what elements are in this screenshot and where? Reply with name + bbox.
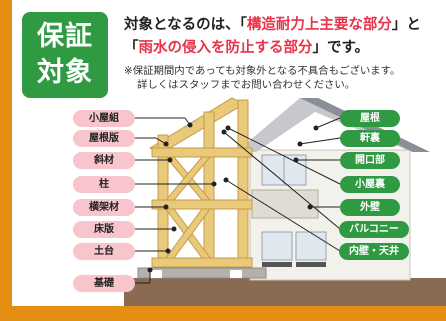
headline-line-1: 対象となるのは、「構造耐力上主要な部分」と: [124, 14, 446, 37]
label-balcony: バルコニー: [339, 221, 409, 238]
label-nokiura: 軒裏: [340, 130, 400, 147]
label-yukaban: 床版: [73, 221, 135, 238]
label-gaiheki: 外壁: [340, 199, 400, 216]
label-okakazai: 横架材: [73, 199, 135, 216]
label-koyaura: 小屋裏: [340, 176, 400, 193]
note-line-2: 詳しくはスタッフまでお問い合わせください。: [137, 79, 356, 91]
disclaimer-note: ※保証期間内であっても対象外となる不具合もございます。 詳しくはスタッフまでお問…: [124, 64, 446, 92]
label-dodai: 土台: [73, 243, 135, 260]
post-3: [237, 99, 249, 276]
label-kaikoubu: 開口部: [340, 152, 400, 169]
warranty-target-badge: 保証 対象: [22, 12, 108, 98]
headline-line-2: 「雨水の侵入を防止する部分」です。: [124, 37, 446, 60]
headline-1-post: 」と: [391, 17, 421, 33]
badge-line-2: 対象: [37, 57, 93, 88]
brace-2: [164, 156, 212, 201]
lower-window-right: [295, 231, 327, 261]
label-koyagumi: 小屋組: [73, 110, 135, 127]
label-shazai: 斜材: [73, 152, 135, 169]
balcony: [251, 189, 319, 219]
label-yane: 屋根: [340, 110, 400, 127]
headline-2-highlight: 雨水の侵入を防止する部分: [138, 40, 313, 56]
lower-window-left: [261, 231, 293, 261]
sill: [151, 257, 253, 268]
label-kiso: 基礎: [73, 275, 135, 292]
left-leader-lines: [135, 117, 214, 284]
label-naiheki-tenjou: 内壁・天井: [339, 243, 409, 260]
label-hashira: 柱: [73, 176, 135, 193]
right-leader-lines: [223, 117, 341, 252]
headline: 対象となるのは、「構造耐力上主要な部分」と 「雨水の侵入を防止する部分」です。: [124, 14, 446, 60]
ground: [124, 278, 446, 306]
label-yaneban: 屋根版: [73, 130, 135, 147]
beam-top: [151, 147, 253, 158]
brace-4: [165, 208, 211, 259]
foundation: [137, 267, 267, 279]
badge-line-1: 保証: [37, 21, 93, 52]
note-line-1: ※保証期間内であっても対象外となる不具合もございます。: [124, 65, 401, 77]
headline-2-post: 」です。: [312, 40, 370, 56]
headline-2-pre: 「: [124, 40, 139, 56]
post-2: [203, 111, 215, 276]
headline-1-pre: 対象となるのは、「: [124, 17, 247, 33]
headline-1-highlight: 構造耐力上主要な部分: [246, 17, 392, 33]
